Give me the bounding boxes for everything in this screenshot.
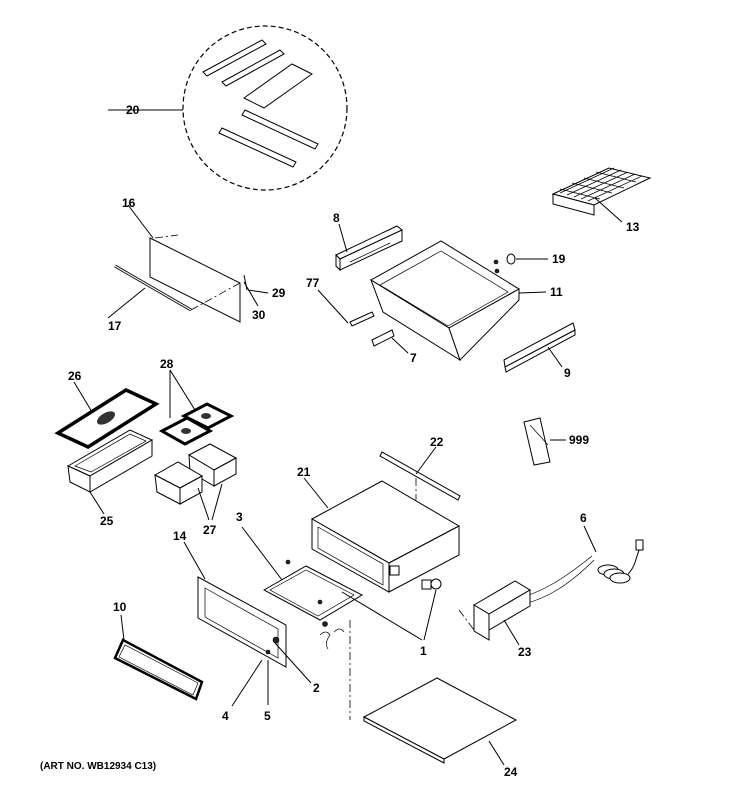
part-8-slide: 8 bbox=[333, 211, 403, 272]
part-20-kit: 20 bbox=[108, 25, 348, 191]
part-1-switch: 1 bbox=[341, 565, 442, 658]
callout-30: 30 bbox=[252, 308, 266, 322]
part-14-frame: 14 bbox=[173, 529, 287, 668]
part-17-rod: 17 bbox=[107, 264, 241, 333]
callout-7: 7 bbox=[410, 351, 417, 365]
callout-20: 20 bbox=[126, 103, 140, 117]
part-13-rack: 13 bbox=[551, 167, 652, 234]
callout-27: 27 bbox=[203, 523, 217, 537]
callout-16: 16 bbox=[122, 196, 136, 210]
callout-5: 5 bbox=[264, 709, 271, 723]
callout-1: 1 bbox=[420, 644, 427, 658]
callout-999: 999 bbox=[569, 433, 589, 447]
callout-17: 17 bbox=[108, 319, 122, 333]
callout-19: 19 bbox=[552, 252, 566, 266]
part-29-30-hardware: 29 30 bbox=[243, 274, 286, 322]
part-9-rail: 9 bbox=[503, 322, 576, 380]
callout-10: 10 bbox=[113, 600, 127, 614]
part-28-small-gaskets: 28 bbox=[158, 357, 235, 446]
part-21-housing: 21 bbox=[297, 465, 461, 593]
part-77-7-brackets: 77 7 bbox=[306, 276, 417, 365]
part-22-strip: 22 bbox=[379, 435, 461, 501]
part-26-gasket: 26 bbox=[54, 369, 160, 449]
callout-9: 9 bbox=[564, 366, 571, 380]
callout-25: 25 bbox=[100, 514, 114, 528]
callout-23: 23 bbox=[518, 645, 532, 659]
part-16-panel: 16 bbox=[122, 196, 241, 323]
callout-2: 2 bbox=[313, 681, 320, 695]
callout-77: 77 bbox=[306, 276, 320, 290]
callout-3: 3 bbox=[236, 510, 243, 524]
callout-24: 24 bbox=[504, 765, 518, 779]
part-25-pan: 25 bbox=[66, 429, 154, 528]
part-23-bracket: 23 bbox=[458, 580, 532, 659]
part-6-cord: 6 bbox=[519, 511, 644, 605]
part-10-panel: 10 bbox=[113, 600, 204, 701]
callout-8: 8 bbox=[333, 211, 340, 225]
part-2-4-5-hardware: 2 4 5 bbox=[222, 642, 320, 723]
callout-6: 6 bbox=[580, 511, 587, 525]
part-3-tray: 3 bbox=[236, 510, 364, 650]
callout-14: 14 bbox=[173, 529, 187, 543]
part-24-sheet: 24 bbox=[349, 620, 518, 779]
part-19-grommet: 19 bbox=[493, 252, 566, 274]
callout-4: 4 bbox=[222, 709, 229, 723]
part-11-drawer: 11 bbox=[370, 240, 563, 362]
part-999-manual: 999 bbox=[523, 417, 589, 466]
callout-11: 11 bbox=[550, 285, 563, 299]
part-27-small-pans: 27 bbox=[153, 443, 238, 537]
callout-28: 28 bbox=[160, 357, 174, 371]
callout-13: 13 bbox=[626, 220, 640, 234]
callout-29: 29 bbox=[272, 286, 286, 300]
callout-26: 26 bbox=[68, 369, 82, 383]
callout-22: 22 bbox=[430, 435, 444, 449]
art-number: (ART NO. WB12934 C13) bbox=[40, 761, 156, 772]
callout-21: 21 bbox=[297, 465, 311, 479]
